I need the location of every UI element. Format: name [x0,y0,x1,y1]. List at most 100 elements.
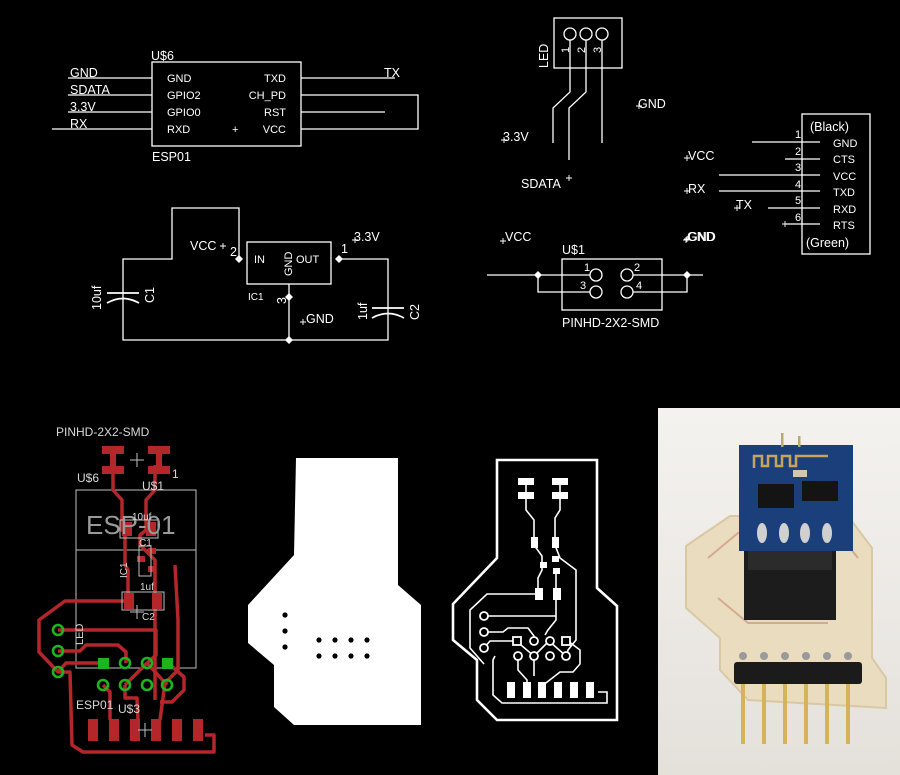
ftdi-pin-num-4: 4 [795,179,801,191]
net-label-3v3: 3.3V [70,100,96,114]
via-esp-3 [140,656,154,670]
origin-crosses [130,605,152,737]
regulator-wires [122,207,389,341]
header-body [561,258,663,311]
pad-ftdi-6 [193,719,203,741]
net-label-3v3-led: 3.3V [503,130,529,144]
esp01-plus-mark: + [232,124,238,136]
mask-ftdi-pad-5 [570,682,578,698]
led-connector: LED 1 2 3 3.3V SDATA GND [503,17,666,191]
drill-hole [332,653,338,659]
ftdi-pin-cts: CTS [833,154,855,166]
drill-hole [316,653,322,659]
mask-pad-ic1c [553,568,560,574]
esp01-pin-left-1: GND [167,73,192,85]
trace-4 [37,599,216,754]
mask-pad-ic1a [540,562,547,568]
ftdi-connector: (Black) (Green) GND CTS VCC TXD RXD RTS … [688,113,871,255]
pad-ftdi-1 [88,719,98,741]
header-pin-num-3: 3 [580,280,586,292]
c2-ref: C2 [408,304,422,320]
board-outline-shape [248,458,421,725]
mask-via-sq4 [561,636,571,646]
regulator-pin-num-in: 2 [230,245,237,259]
header-ref: U$1 [562,243,585,257]
esp01-value: ESP01 [152,150,191,164]
traces-mask [451,458,619,722]
mask-pad-c1a [531,537,538,548]
mask-via-sq1 [512,636,522,646]
pad-ftdi-4 [151,719,161,741]
esp01-pin-right-2: CH_PD [249,90,286,102]
layout-label-1uf: 1uf [140,582,154,593]
mask-pad-c1b [552,537,559,548]
net-label-gnd-reg: GND [306,312,334,326]
net-label-gnd-ftdi: GND [688,230,716,244]
via-led-2 [51,644,65,658]
mask-via-3 [545,636,555,646]
layout-label-esp01: ESP01 [76,698,114,712]
net-label-gnd: GND [70,66,98,80]
junction-dots [235,255,343,344]
ftdi-pin-rts: RTS [833,220,855,232]
drill-hole [282,644,288,650]
led-label: LED [537,44,551,68]
mask-via-led2 [479,627,489,637]
layout-label-c1: C1 [139,538,152,549]
pad-ftdi-2 [109,719,119,741]
mask-via-led1 [479,611,489,621]
net-label-vcc-header: VCC [505,230,531,244]
via-led-1 [51,623,65,637]
drill-holes [282,612,370,659]
led-pin-num-3: 3 [592,47,604,53]
pad-c2-b [152,593,162,609]
drill-hole [282,612,288,618]
drill-hole [316,637,322,643]
net-label-vcc-reg: VCC [190,239,216,253]
net-label-gnd-header: GND [687,230,715,244]
pad-u1-a [148,446,170,454]
c1-value: 10uf [90,285,104,310]
pad-c2-a [124,593,134,609]
photo-header-pins [741,684,850,744]
header-2x2: U$1 PINHD-2X2-SMD VCC GND 1 2 3 4 [487,230,715,330]
regulator-pin-num-gnd: 3 [275,297,289,304]
drill-hole [282,628,288,634]
pad-u6-stem [110,452,116,468]
ftdi-pin-gnd: GND [833,138,858,150]
mask-ftdi-pad-3 [538,682,546,698]
mask-traces-upper [525,485,577,661]
via-esp-square-4 [162,658,173,669]
pad-u1-b [148,466,170,474]
photo-chip-main [758,484,794,508]
regulator-circuit: IN OUT GND IC1 2 3 1 VCC 3.3V GND 10uf C… [90,207,422,344]
drill-hole [348,653,354,659]
origin-cross-top [130,453,144,467]
photo-pin-top-1 [781,433,784,447]
led-pin-num-1: 1 [560,47,572,53]
regulator-pin-gnd: GND [283,252,295,277]
pad-ic1-b [148,548,156,554]
header-wires [487,274,703,293]
net-label-tx: TX [384,66,401,80]
ftdi-pin-labels: GND CTS VCC TXD RXD RTS [833,138,858,232]
net-label-gnd-led: GND [638,97,666,111]
mask-via-8 [561,651,571,661]
esp01-pin-left-2: GPIO2 [167,90,201,102]
led-pin-1-circle [563,27,577,41]
drill-hole [348,637,354,643]
photo-antenna [752,454,828,468]
trace-9 [101,683,140,721]
ic1-silk [138,545,152,577]
header-pin-3 [589,285,603,299]
drill-hole [364,637,370,643]
layout-label-ic1: IC1 [119,562,130,578]
ftdi-bottom-label: (Green) [806,236,849,250]
led-body [553,17,623,69]
ftdi-pin-num-6: 6 [795,212,801,224]
mask-ftdi-pad-6 [586,682,594,698]
mask-pad-2a [552,478,568,485]
net-label-3v3-reg: 3.3V [354,230,380,244]
net-label-tx-ftdi: TX [736,198,753,212]
board-layout-view: PINHD-2X2-SMD U$6 U$1 1 ESP-01 10uf C1 I… [37,425,216,754]
